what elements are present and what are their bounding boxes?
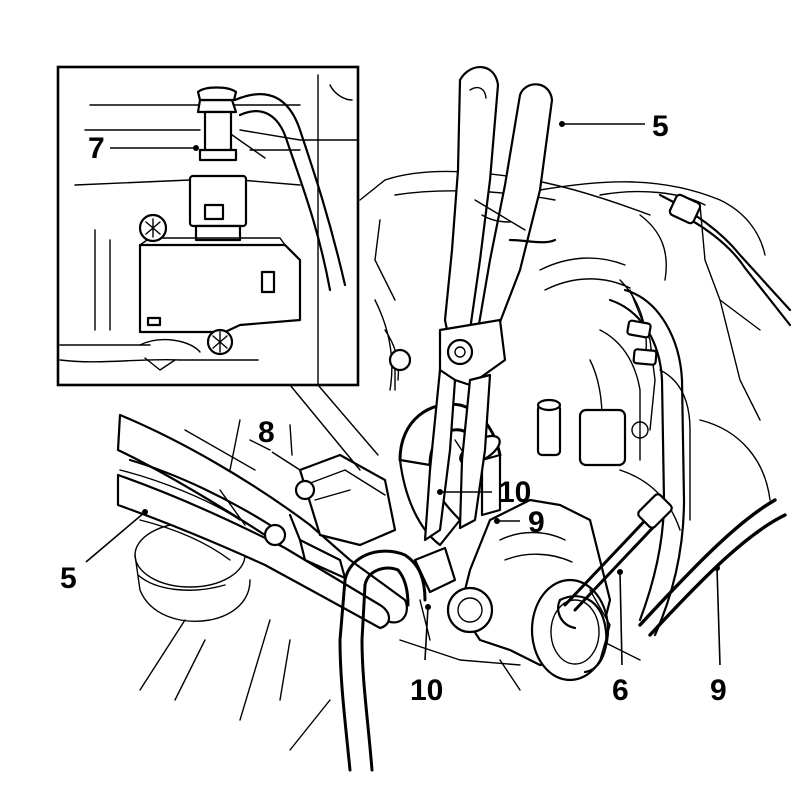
leader-dot — [617, 569, 623, 575]
leader-dot — [437, 489, 443, 495]
callout-5-top: 5 — [652, 110, 669, 143]
pump-housing — [388, 348, 649, 682]
leader-dot — [193, 145, 199, 151]
callout-8: 8 — [258, 416, 275, 449]
engine-background — [119, 170, 771, 751]
callout-7: 7 — [88, 132, 105, 165]
refrigerant-hoses — [608, 193, 792, 637]
leader-dot — [559, 121, 565, 127]
callouts: 7 5 5 8 10 9 10 6 9 — [60, 110, 727, 707]
callout-6: 6 — [612, 674, 629, 707]
leader-dot — [425, 604, 431, 610]
connector-8 — [288, 453, 397, 580]
leader-dot — [494, 518, 500, 524]
callout-5-left: 5 — [60, 562, 77, 595]
inset-detail — [56, 65, 379, 471]
callout-9-right: 9 — [710, 674, 727, 707]
callout-10-bottom: 10 — [410, 674, 443, 707]
callout-10-mid: 10 — [498, 476, 531, 509]
leader-lines — [85, 121, 721, 666]
callout-9-mid: 9 — [528, 506, 545, 539]
leader-dot — [142, 509, 148, 515]
pliers-top — [423, 66, 557, 542]
tool-6 — [557, 493, 673, 630]
leader-dot — [714, 565, 720, 571]
